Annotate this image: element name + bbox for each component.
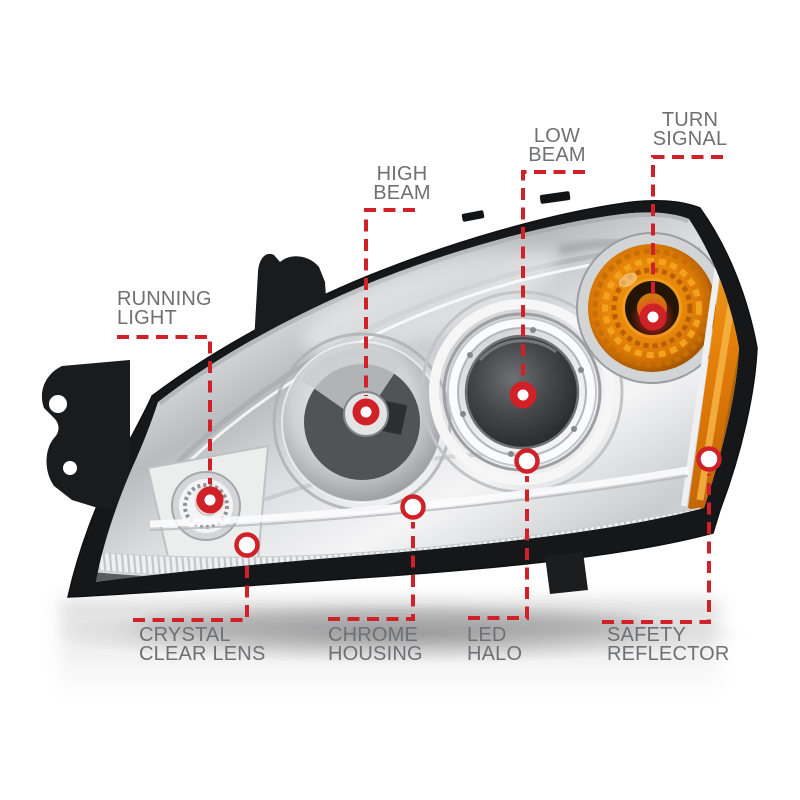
callout-label-line: CRYSTAL [139, 624, 231, 646]
callout-label-line: CLEAR LENS [139, 643, 266, 665]
callout-label-line: LOW [533, 125, 581, 147]
callout-line-turn-signal [651, 155, 723, 301]
callout-label-low-beam: LOW BEAM [528, 125, 586, 166]
callout-label-line: TURN [661, 109, 719, 131]
mounting-bracket [41, 360, 130, 510]
callout-line-chrome-housing [328, 522, 415, 621]
callout-marker-running-light [196, 486, 224, 514]
callout-marker-high-beam [352, 398, 380, 426]
callout-label-line: LIGHT [117, 307, 177, 329]
callout-label-line: HALO [467, 643, 523, 665]
callout-label-crystal-clear-lens: CRYSTAL CLEAR LENS [139, 624, 266, 665]
callout-line-low-beam [521, 170, 585, 379]
callout-label-line: BEAM [528, 144, 586, 166]
callout-label-running-light: RUNNING LIGHT [117, 288, 212, 329]
callout-label-chrome-housing: CHROME HOUSING [328, 624, 423, 665]
callout-label-line: REFLECTOR [607, 643, 730, 665]
callout-label-line: BEAM [373, 182, 431, 204]
callout-marker-safety-reflector [696, 446, 722, 472]
callout-markers [193, 295, 722, 558]
callout-marker-crystal-clear-lens [234, 532, 260, 558]
callout-label-turn-signal: TURN SIGNAL [652, 109, 728, 150]
ground-shadow [50, 600, 750, 695]
callout-marker-turn-signal [639, 303, 667, 331]
callout-lines [117, 155, 723, 624]
callout-line-led-halo [468, 476, 529, 620]
callout-line-safety-reflector [602, 474, 711, 624]
callout-marker-low-beam [509, 381, 537, 409]
housing-nub-2 [461, 210, 485, 222]
callout-label-line: HIGH [376, 163, 428, 185]
callout-label-high-beam: HIGH BEAM [373, 163, 431, 204]
callout-label-line: SIGNAL [652, 128, 728, 150]
callout-label-line: LED [467, 624, 507, 646]
callout-line-running-light [117, 335, 212, 484]
callout-label-led-halo: LED HALO [467, 624, 523, 665]
callout-line-high-beam [364, 208, 415, 396]
halo-screws [460, 327, 584, 457]
callout-label-line: HOUSING [328, 643, 423, 665]
bracket-hole-upper [49, 395, 67, 413]
callout-label-line: SAFETY [607, 624, 686, 646]
bracket-hole-lower [63, 461, 77, 475]
callout-marker-led-halo [514, 448, 540, 474]
callout-label-line: RUNNING [117, 288, 212, 310]
callout-label-line: CHROME [328, 624, 419, 646]
bottom-tab [545, 552, 588, 594]
callout-marker-chrome-housing [400, 494, 426, 520]
callout-label-safety-reflector: SAFETY REFLECTOR [607, 624, 730, 665]
housing-nub [539, 191, 571, 204]
